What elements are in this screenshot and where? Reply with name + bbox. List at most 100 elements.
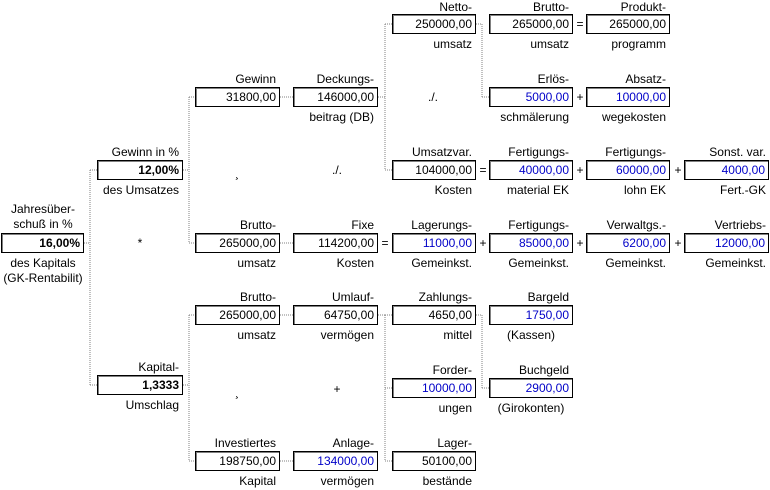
- plus-operator-7: +: [674, 236, 682, 250]
- produkt-sublabel: programm: [611, 37, 666, 51]
- deckungsbeitrag-field[interactable]: 146000,00: [293, 87, 378, 107]
- fert-mat-label: Fertigungs-: [508, 145, 569, 159]
- kapital-label: Kapital-: [138, 360, 179, 374]
- fixe-kosten-field[interactable]: 114200,00: [293, 233, 378, 253]
- netto-sublabel: umsatz: [433, 37, 472, 51]
- invest-kapital-label: Investiertes: [214, 436, 276, 450]
- db-sublabel: beitrag (DB): [309, 110, 374, 124]
- fertigungs-gk-field[interactable]: 85000,00: [489, 233, 573, 253]
- root-label-2: schuß in %: [13, 217, 73, 231]
- bargeld-label: Bargeld: [527, 290, 569, 304]
- umsatzvar-kosten-field[interactable]: 104000,00: [392, 160, 476, 180]
- plus-operator-1: +: [333, 382, 341, 396]
- bargeld-field[interactable]: 1750,00: [489, 305, 573, 325]
- lagerungs-sublabel: Gemeinkst.: [411, 256, 472, 270]
- umlauf-sublabel: vermögen: [320, 328, 374, 342]
- fertigungslohn-field[interactable]: 60000,00: [586, 160, 670, 180]
- fert-gem-sublabel: Gemeinkst.: [508, 256, 569, 270]
- nettoumsatz-field[interactable]: 250000,00: [392, 14, 476, 34]
- buchgeld-field[interactable]: 2900,00: [489, 378, 573, 398]
- plus-operator-6: +: [674, 163, 682, 177]
- divide-operator-2: ¸: [235, 385, 239, 399]
- anlage-label: Anlage-: [332, 436, 374, 450]
- umlaufvermoegen-field[interactable]: 64750,00: [293, 305, 378, 325]
- minus-operator-2: ./.: [427, 90, 438, 104]
- vertrieb-sublabel: Gemeinkst.: [705, 256, 766, 270]
- netto-label: Netto-: [439, 0, 472, 14]
- verwalt-label: Verwaltgs.-: [606, 218, 666, 232]
- equals-operator-2: =: [381, 236, 389, 250]
- erloesschmaelerung-field[interactable]: 5000,00: [489, 87, 573, 107]
- produkt-label: Produkt-: [620, 0, 666, 14]
- lagerungs-gk-field[interactable]: 11000,00: [392, 233, 476, 253]
- buchgeld-label: Buchgeld: [518, 363, 569, 377]
- verwalt-sublabel: Gemeinkst.: [605, 256, 666, 270]
- umlauf-label: Umlauf-: [331, 290, 374, 304]
- invest-kapital-field[interactable]: 198750,00: [195, 451, 280, 471]
- gewinn-field[interactable]: 31800,00: [195, 87, 280, 107]
- vertrieb-label: Vertriebs-: [714, 218, 766, 232]
- fert-gem-label: Fertigungs-: [508, 218, 569, 232]
- brutto3-sublabel: umsatz: [530, 37, 569, 51]
- gewinn-pct-label: Gewinn in %: [111, 145, 179, 159]
- kapital-sublabel: Umschlag: [125, 398, 179, 412]
- kapitalumschlag-field[interactable]: 1,3333: [97, 375, 183, 395]
- lager-sublabel: bestände: [422, 474, 472, 488]
- root-label-1: Jahresüber-: [10, 202, 76, 216]
- sonst-label: Sonst. var.: [709, 145, 766, 159]
- produktprogramm-field[interactable]: 265000,00: [586, 14, 670, 34]
- sonst-var-fert-gk-field[interactable]: 4000,00: [684, 160, 769, 180]
- fixe-label: Fixe: [351, 218, 374, 232]
- anlagevermoegen-field[interactable]: 134000,00: [293, 451, 378, 471]
- umsatzvar-label: Umsatzvar.: [411, 145, 472, 159]
- invest-kapital-sublabel: Kapital: [239, 474, 276, 488]
- divide-operator-1: ¸: [235, 166, 239, 180]
- gewinn-pct-sublabel: des Umsatzes: [102, 183, 179, 197]
- absatz-sublabel: wegekosten: [601, 110, 666, 124]
- plus-operator-5: +: [576, 236, 584, 250]
- buchgeld-sublabel: (Girokonten): [497, 401, 565, 415]
- brutto3-field[interactable]: 265000,00: [489, 14, 573, 34]
- absatz-label: Absatz-: [625, 72, 666, 86]
- brutto-umsatz-2-label: Brutto-: [239, 290, 276, 304]
- forderungen-field[interactable]: 10000,00: [392, 378, 476, 398]
- forder-sublabel: ungen: [438, 401, 472, 415]
- lagerbestaende-field[interactable]: 50100,00: [392, 451, 476, 471]
- minus-operator-1: ./.: [331, 163, 342, 177]
- gk-rentabilitaet-field[interactable]: 16,00%: [1, 233, 84, 253]
- zahlungs-sublabel: mittel: [443, 328, 472, 342]
- fixe-sublabel: Kosten: [336, 256, 374, 270]
- brutto-umsatz-2-sublabel: umsatz: [237, 328, 276, 342]
- absatzwegekosten-field[interactable]: 10000,00: [586, 87, 670, 107]
- anlage-sublabel: vermögen: [320, 474, 374, 488]
- fertigungsmaterial-field[interactable]: 40000,00: [489, 160, 573, 180]
- erloes-sublabel: schmälerung: [500, 110, 569, 124]
- zahlungs-label: Zahlungs-: [418, 290, 472, 304]
- multiply-operator: *: [137, 236, 143, 250]
- brutto-umsatz-field[interactable]: 265000,00: [195, 233, 280, 253]
- sonst-sublabel: Fert.-GK: [719, 183, 766, 197]
- brutto-umsatz-sublabel: umsatz: [237, 256, 276, 270]
- bargeld-sublabel: (Kassen): [506, 328, 556, 342]
- zahlungsmittel-field[interactable]: 4650,00: [392, 305, 476, 325]
- equals-operator-1: =: [479, 163, 487, 177]
- root-label-4: (GK-Rentabilit): [3, 271, 83, 285]
- brutto-umsatz-2-field[interactable]: 265000,00: [195, 305, 280, 325]
- lagerungs-label: Lagerungs-: [411, 218, 472, 232]
- erloes-label: Erlös-: [537, 72, 569, 86]
- root-label-3: des Kapitals: [10, 256, 76, 270]
- lager-label: Lager-: [437, 436, 472, 450]
- gewinn-label: Gewinn: [235, 72, 276, 86]
- verwaltungs-gk-field[interactable]: 6200,00: [586, 233, 670, 253]
- umsatzvar-sublabel: Kosten: [434, 183, 472, 197]
- vertriebs-gk-field[interactable]: 12000,00: [684, 233, 769, 253]
- fert-lohn-sublabel: lohn EK: [623, 183, 666, 197]
- db-label: Deckungs-: [316, 72, 374, 86]
- fert-mat-sublabel: material EK: [506, 183, 569, 197]
- forder-label: Forder-: [432, 363, 472, 377]
- plus-operator-3: +: [576, 90, 584, 104]
- umsatzrentabilitaet-field[interactable]: 12,00%: [97, 160, 183, 180]
- equals-operator-3: =: [576, 17, 584, 31]
- plus-operator-4: +: [576, 163, 584, 177]
